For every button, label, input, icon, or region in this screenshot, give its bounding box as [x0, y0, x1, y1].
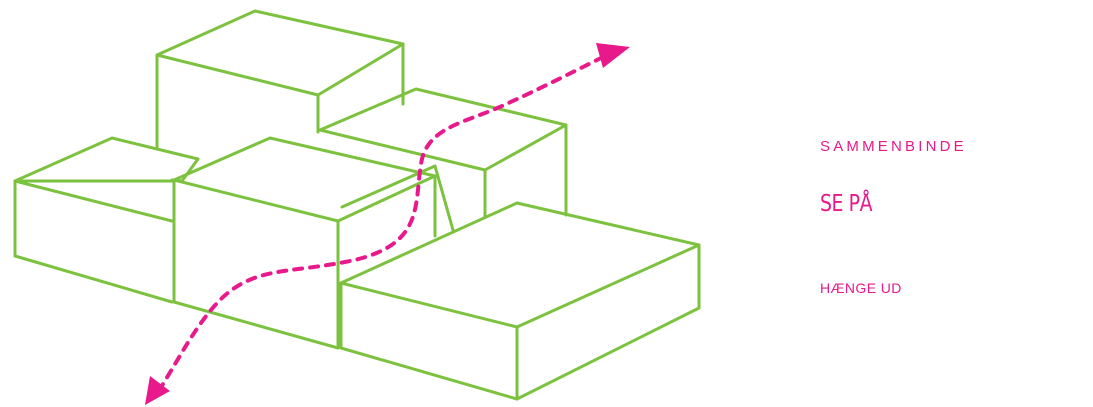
box-front-right	[339, 201, 701, 401]
box-front-left	[13, 136, 200, 304]
arrow-head-top-right	[596, 43, 630, 68]
label-haenge-ud: HÆNGE UD	[820, 280, 902, 296]
arrow-head-bottom-left	[145, 376, 170, 405]
label-se-paa: SE PÅ	[820, 191, 873, 217]
label-column: SAMMENBINDE SE PÅ HÆNGE UD	[820, 0, 1090, 407]
dashed-flow-path	[145, 43, 630, 405]
box-back-top	[155, 9, 405, 150]
box-front-center	[172, 136, 437, 350]
label-sammenbinde: SAMMENBINDE	[820, 138, 967, 155]
